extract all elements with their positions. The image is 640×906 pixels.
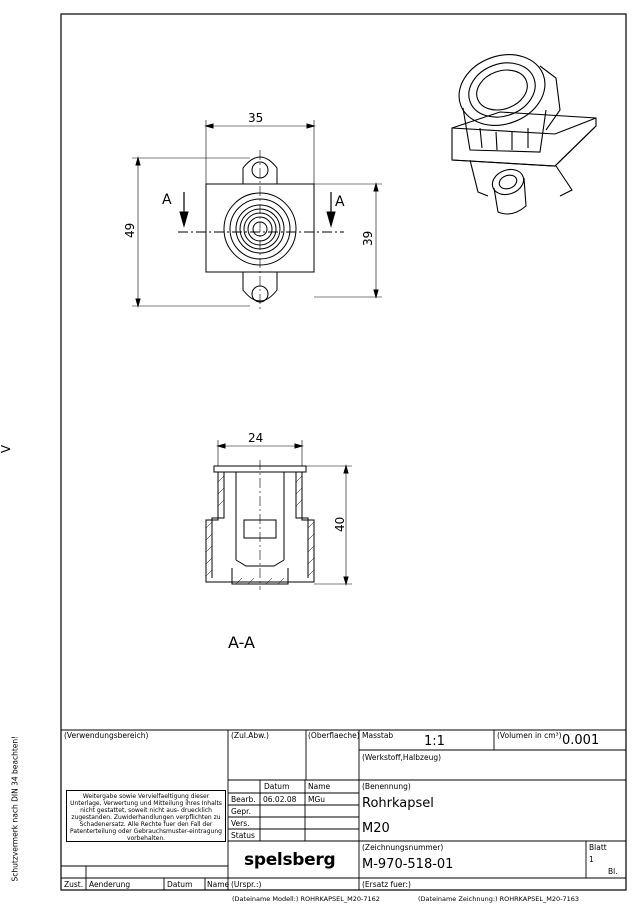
sheets-abbr: Bl. bbox=[608, 867, 618, 876]
drawing-no-label: (Zeichnungsnummer) bbox=[362, 843, 444, 852]
section-label: A-A bbox=[228, 633, 255, 652]
company-logo: spelsberg bbox=[244, 850, 336, 870]
part-name: Rohrkapsel bbox=[362, 796, 434, 811]
sheet-value: 1 bbox=[589, 855, 594, 864]
bottom-datum-label: Datum bbox=[167, 880, 193, 889]
protection-note: Schutzvermerk nach DIN 34 beachten! bbox=[10, 735, 20, 882]
row-bearb-label: Bearb. bbox=[231, 795, 256, 804]
drawing-filename: (Dateiname Zeichnung:) ROHRKAPSEL_M20-71… bbox=[418, 895, 580, 903]
sheet-label: Blatt bbox=[589, 843, 607, 852]
surface-label: (Oberflaeche) bbox=[308, 731, 360, 740]
dim-height-right: 39 bbox=[361, 231, 375, 246]
dim-section-height: 40 bbox=[333, 517, 347, 532]
dim-width-top: 35 bbox=[248, 111, 263, 125]
section-view bbox=[205, 440, 352, 590]
drawing-frame bbox=[60, 13, 627, 891]
name-label: (Benennung) bbox=[362, 782, 411, 791]
model-filename: (Dateiname Modell:) ROHRKAPSEL_M20-7162 bbox=[232, 895, 380, 903]
volume-label: (Volumen in cm³) bbox=[497, 731, 562, 740]
zul-abw-label: (Zul.Abw.) bbox=[231, 731, 269, 740]
row-status-label: Status bbox=[231, 831, 255, 840]
isometric-view bbox=[451, 54, 597, 215]
row-bearb-name: MGu bbox=[308, 795, 326, 804]
drawing-number: M-970-518-01 bbox=[362, 857, 454, 872]
row-vers-label: Vers. bbox=[231, 819, 250, 828]
aenderung-label: Aenderung bbox=[89, 880, 131, 889]
dim-section-width: 24 bbox=[248, 431, 263, 445]
usage-area-label: (Verwendungsbereich) bbox=[64, 731, 149, 740]
row-gepr-label: Gepr. bbox=[231, 807, 251, 816]
zust-label: Zust. bbox=[64, 880, 84, 889]
name-header: Name bbox=[308, 782, 331, 791]
section-marker-left: A bbox=[162, 192, 172, 208]
copyright-notice: Weitergabe sowie Vervielfaeltigung diese… bbox=[66, 790, 226, 842]
row-bearb-date: 06.02.08 bbox=[263, 795, 297, 804]
bottom-name-label: Name bbox=[207, 880, 230, 889]
ersatz-label: (Ersatz fuer:) bbox=[362, 880, 411, 889]
title-block-grid bbox=[61, 729, 626, 890]
datum-header: Datum bbox=[264, 782, 290, 791]
scale-label: Masstab bbox=[362, 731, 394, 740]
top-view bbox=[132, 120, 382, 312]
scale-value: 1:1 bbox=[424, 734, 445, 749]
volume-value: 0.001 bbox=[562, 733, 600, 748]
part-size: M20 bbox=[362, 821, 390, 836]
urspr-label: (Urspr.:) bbox=[231, 880, 262, 889]
dim-height-left: 49 bbox=[123, 223, 137, 238]
margin-mark: V bbox=[0, 444, 14, 454]
section-marker-right: A bbox=[335, 194, 345, 210]
material-label: (Werkstoff,Halbzeug) bbox=[362, 753, 442, 762]
